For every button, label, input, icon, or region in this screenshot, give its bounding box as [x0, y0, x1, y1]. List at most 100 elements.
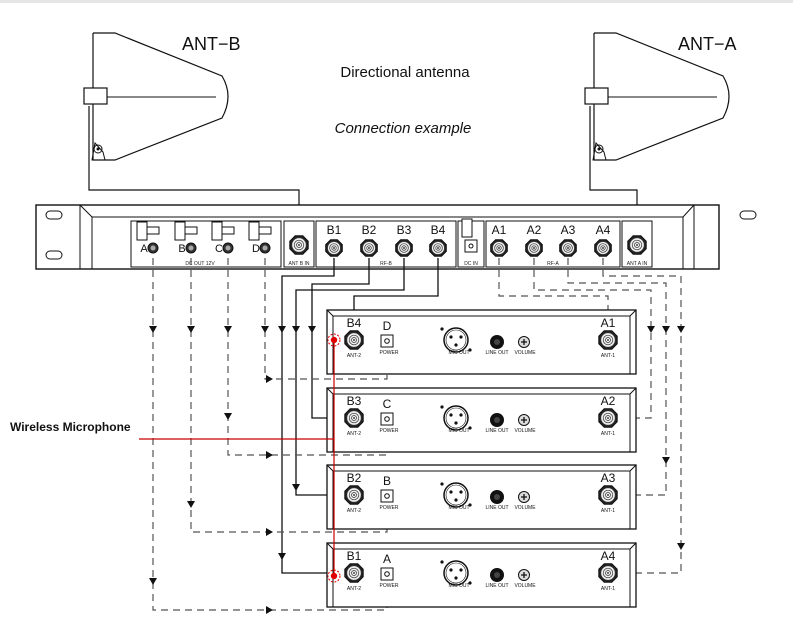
ant-2-port-label: B4	[347, 316, 362, 330]
mic-out-xlr	[443, 482, 469, 508]
arrow-down	[308, 326, 316, 333]
antenna-a-label: ANT−A	[678, 34, 737, 54]
arrow-down	[278, 326, 286, 333]
volume-label: VOLUME	[514, 428, 536, 434]
line-out-label: LINE OUT	[485, 505, 508, 511]
ant-2-label: ANT-2	[347, 353, 361, 359]
window-top-border	[0, 0, 793, 3]
rack-ear-hole	[45, 250, 63, 260]
ant-2-connector	[344, 563, 364, 583]
ant-b-in-connector	[289, 235, 309, 255]
dc-out-port-b: B	[174, 221, 198, 255]
mic-out-xlr	[443, 560, 469, 586]
arrow-down	[677, 543, 685, 550]
arrow-down	[662, 326, 670, 333]
mic-out-label: MIC OUT	[448, 505, 469, 511]
ant-2-port-label: B3	[347, 394, 362, 408]
arrow-down	[662, 457, 670, 464]
ant-1-label: ANT-1	[601, 431, 615, 437]
wire-a2	[533, 258, 652, 423]
wire-a4	[602, 258, 682, 578]
mic-out-xlr	[443, 405, 469, 431]
rf-a-port-a3	[559, 239, 577, 257]
ant-2-label: ANT-2	[347, 586, 361, 592]
ant-2-label: ANT-2	[347, 431, 361, 437]
ant-a-in-label: ANT A IN	[627, 261, 648, 267]
arrow-down	[292, 326, 300, 333]
ant-1-connector	[598, 408, 618, 428]
ant-1-label: ANT-1	[601, 586, 615, 592]
ant-1-port-label: A1	[601, 316, 616, 330]
rf-a-port-label: A4	[596, 223, 611, 237]
rf-b-port-b4	[429, 239, 447, 257]
arrow-down	[647, 326, 655, 333]
ant-1-connector	[598, 485, 618, 505]
ant-2-label: ANT-2	[347, 508, 361, 514]
power-jack	[380, 334, 394, 348]
title-directional-antenna: Directional antenna	[340, 64, 470, 81]
arrow-down	[187, 326, 195, 333]
dc-out-section-label: DC OUT 12V	[185, 261, 215, 267]
wire-a1	[498, 258, 613, 330]
power-channel-label: C	[383, 397, 392, 411]
rf-b-port-label: B4	[431, 223, 446, 237]
arrow-right	[266, 375, 273, 383]
rf-b-port-b1	[325, 239, 343, 257]
dc-out-label: C	[215, 243, 223, 255]
rf-a-port-label: A2	[527, 223, 542, 237]
dc-out-port-c: C	[211, 221, 235, 255]
ant-1-connector	[598, 330, 618, 350]
wire-b2-to-b3	[311, 258, 370, 423]
ant-2-connector	[344, 330, 364, 350]
dc-out-label: B	[178, 243, 185, 255]
wireless-microphone-label: Wireless Microphone	[10, 420, 131, 434]
power-channel-label: A	[383, 552, 391, 566]
power-channel-label: B	[383, 474, 391, 488]
line-out-label: LINE OUT	[485, 428, 508, 434]
mic-out-label: MIC OUT	[448, 583, 469, 589]
dc-out-label: D	[252, 243, 260, 255]
rf-b-label: RF-B	[380, 261, 392, 267]
rack-ear-hole	[45, 210, 63, 220]
ant-1-port-label: A3	[601, 471, 616, 485]
antenna-b-label: ANT−B	[182, 34, 241, 54]
arrow-down	[149, 578, 157, 585]
power-label: POWER	[380, 583, 399, 589]
power-label: POWER	[380, 428, 399, 434]
rf-b-port-label: B1	[327, 223, 342, 237]
ant-a-in-connector	[627, 235, 647, 255]
power-label: POWER	[380, 350, 399, 356]
power-jack	[380, 567, 394, 581]
power-jack	[380, 412, 394, 426]
arrow-down	[292, 484, 300, 491]
ant-b-in-label: ANT B IN	[288, 261, 309, 267]
wire-b1	[281, 258, 343, 578]
line-out-label: LINE OUT	[485, 350, 508, 356]
volume-label: VOLUME	[514, 350, 536, 356]
rf-a-port-a2	[525, 239, 543, 257]
ant-1-port-label: A2	[601, 394, 616, 408]
arrow-down	[261, 326, 269, 333]
ant-1-connector	[598, 563, 618, 583]
arrow-right	[266, 528, 273, 536]
dc-out-label: A	[140, 243, 148, 255]
ant-1-port-label: A4	[601, 549, 616, 563]
rf-b-port-label: B2	[362, 223, 377, 237]
power-jack	[380, 489, 394, 503]
ant-1-label: ANT-1	[601, 353, 615, 359]
rf-a-label: RF-A	[547, 261, 559, 267]
wire-a3	[567, 258, 667, 500]
rf-a-port-label: A3	[561, 223, 576, 237]
rf-b-port-b2	[360, 239, 378, 257]
rf-b-port-b3	[395, 239, 413, 257]
rf-b-port-label: B3	[397, 223, 412, 237]
ant-1-label: ANT-1	[601, 508, 615, 514]
ant-2-connector	[344, 485, 364, 505]
power-channel-label: D	[383, 319, 392, 333]
volume-label: VOLUME	[514, 583, 536, 589]
rf-a-port-a1	[490, 239, 508, 257]
